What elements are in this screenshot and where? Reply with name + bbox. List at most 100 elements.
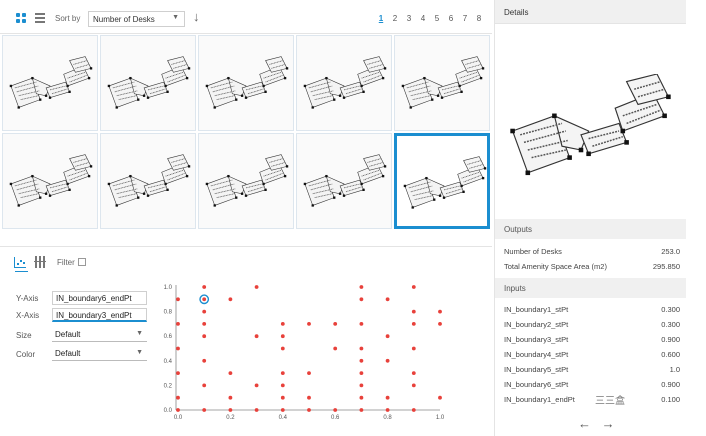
filter-checkbox[interactable] bbox=[78, 258, 86, 266]
detail-value: 253.0 bbox=[661, 247, 680, 256]
previous-arrow-icon[interactable]: ← bbox=[578, 416, 591, 431]
watermark: 三三盒 bbox=[595, 392, 625, 407]
data-point bbox=[438, 309, 442, 314]
data-point bbox=[359, 408, 364, 412]
y-tick-label: 0.4 bbox=[164, 359, 173, 365]
data-point bbox=[333, 322, 338, 326]
detail-value: 0.100 bbox=[661, 395, 680, 404]
x-tick-label: 0.8 bbox=[383, 415, 392, 421]
scatter-plot-tab-icon[interactable] bbox=[14, 257, 28, 272]
data-point bbox=[280, 371, 285, 375]
data-point bbox=[280, 334, 285, 339]
data-point bbox=[307, 322, 311, 326]
data-point bbox=[176, 297, 180, 302]
design-thumbnail[interactable] bbox=[100, 133, 196, 229]
page-number[interactable]: 2 bbox=[392, 14, 398, 23]
detail-key: IN_boundary1_stPt bbox=[504, 305, 569, 314]
detail-value: 0.300 bbox=[661, 305, 680, 314]
page-number[interactable]: 5 bbox=[434, 14, 440, 23]
design-thumbnail[interactable] bbox=[198, 35, 294, 131]
data-point bbox=[411, 408, 416, 412]
detail-value: 0.300 bbox=[661, 320, 680, 329]
data-point bbox=[280, 383, 285, 388]
design-thumbnail[interactable] bbox=[100, 35, 196, 131]
design-thumbnail[interactable] bbox=[394, 133, 490, 229]
data-point bbox=[254, 408, 259, 412]
detail-value: 1.0 bbox=[669, 365, 680, 374]
x-axis-field: X-Axis IN_boundary3_endPt bbox=[16, 308, 147, 322]
x-axis-input[interactable]: IN_boundary3_endPt bbox=[52, 308, 147, 322]
page-number[interactable]: 6 bbox=[448, 14, 454, 23]
data-point bbox=[176, 395, 180, 400]
data-point bbox=[202, 309, 207, 314]
design-thumbnail[interactable] bbox=[2, 133, 98, 229]
data-point bbox=[333, 408, 338, 412]
arrow-down-icon[interactable]: ↓ bbox=[193, 9, 200, 24]
filter-label: Filter bbox=[57, 258, 75, 267]
design-thumbnail[interactable] bbox=[296, 35, 392, 131]
page-number[interactable]: 8 bbox=[476, 14, 482, 23]
data-point bbox=[202, 408, 207, 412]
data-point bbox=[411, 383, 416, 388]
page-number[interactable]: 7 bbox=[462, 14, 468, 23]
page-number[interactable]: 4 bbox=[420, 14, 426, 23]
data-point bbox=[385, 358, 390, 363]
y-axis-label: Y-Axis bbox=[16, 294, 39, 303]
y-axis-input[interactable]: IN_boundary6_endPt bbox=[52, 291, 147, 305]
x-tick-label: 0.4 bbox=[279, 415, 288, 421]
outputs-header: Outputs bbox=[495, 219, 686, 239]
design-thumbnail[interactable] bbox=[2, 35, 98, 131]
floor-plan-thumbnail-image bbox=[205, 56, 289, 109]
size-label: Size bbox=[16, 331, 32, 340]
data-point bbox=[359, 395, 364, 400]
x-tick-label: 0.2 bbox=[226, 415, 235, 421]
page-number[interactable]: 1 bbox=[378, 14, 384, 23]
page-number[interactable]: 3 bbox=[406, 14, 412, 23]
data-point bbox=[359, 371, 364, 375]
x-tick-label: 1.0 bbox=[436, 415, 445, 421]
data-point bbox=[385, 297, 390, 302]
data-point bbox=[411, 309, 416, 314]
data-point bbox=[385, 408, 390, 412]
size-field: Size Default ▼ bbox=[16, 328, 147, 342]
design-thumbnail[interactable] bbox=[296, 133, 392, 229]
grid-view-icon[interactable] bbox=[16, 13, 26, 23]
color-select[interactable]: Default ▼ bbox=[52, 347, 147, 361]
list-view-icon[interactable] bbox=[35, 13, 45, 23]
y-tick-label: 0.0 bbox=[164, 408, 173, 414]
data-point bbox=[438, 395, 442, 400]
data-point bbox=[307, 408, 311, 412]
floor-plan-thumbnail-image bbox=[303, 154, 387, 207]
data-point bbox=[254, 334, 259, 339]
data-point bbox=[280, 408, 285, 412]
detail-value: 0.900 bbox=[661, 335, 680, 344]
next-arrow-icon[interactable]: → bbox=[601, 416, 615, 431]
size-select[interactable]: Default ▼ bbox=[52, 328, 147, 342]
data-point bbox=[359, 383, 364, 388]
data-point bbox=[411, 285, 416, 289]
detail-key: IN_boundary2_stPt bbox=[504, 320, 569, 329]
data-point bbox=[359, 358, 364, 363]
data-point bbox=[254, 285, 259, 289]
design-thumbnail[interactable] bbox=[394, 35, 490, 131]
floor-plan-thumbnail-image bbox=[205, 154, 289, 207]
chevron-down-icon: ▼ bbox=[136, 330, 143, 337]
data-point bbox=[176, 346, 180, 351]
color-select-value: Default bbox=[55, 349, 81, 358]
parallel-coordinates-tab-icon[interactable] bbox=[34, 256, 46, 268]
data-point bbox=[280, 395, 285, 400]
design-thumbnail[interactable] bbox=[198, 133, 294, 229]
data-point bbox=[202, 358, 207, 363]
data-point bbox=[307, 395, 311, 400]
chevron-down-icon: ▼ bbox=[136, 349, 143, 356]
sort-select[interactable]: Number of Desks ▼ bbox=[88, 11, 185, 27]
detail-key: IN_boundary6_stPt bbox=[504, 380, 569, 389]
x-axis-label: X-Axis bbox=[16, 311, 40, 320]
